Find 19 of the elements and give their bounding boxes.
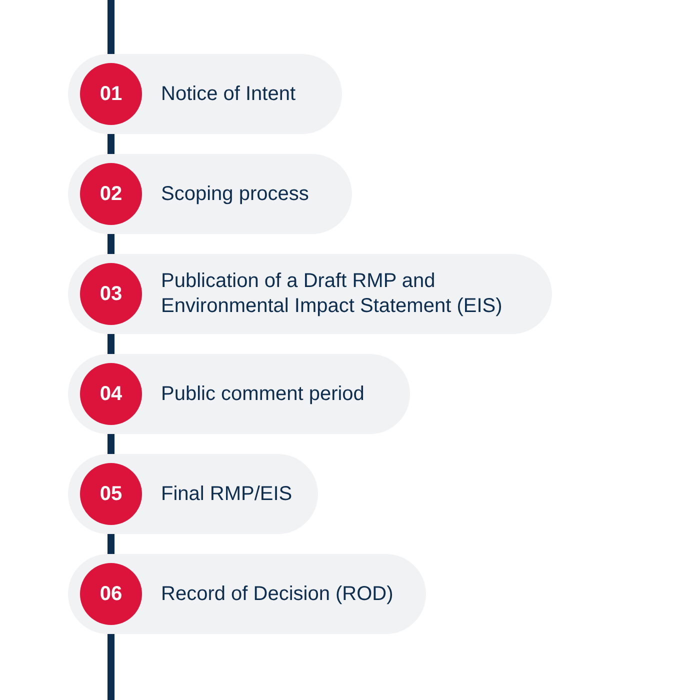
step-number-marker: 06 — [80, 563, 142, 625]
step-label: Public comment period — [161, 382, 364, 406]
step-number-marker: 04 — [80, 363, 142, 425]
timeline-line — [108, 334, 114, 354]
step-label: Scoping process — [161, 182, 309, 206]
timeline-line — [108, 134, 114, 154]
timeline-line — [108, 634, 114, 700]
step-number-marker: 05 — [80, 463, 142, 525]
step-label: Final RMP/EIS — [161, 482, 292, 506]
timeline-line — [108, 0, 114, 54]
step-number-marker: 02 — [80, 163, 142, 225]
timeline-line — [108, 434, 114, 454]
step-label: Publication of a Draft RMP and Environmental Impact Statement (EIS) — [161, 269, 504, 319]
step-number-marker: 03 — [80, 263, 142, 325]
step-label: Notice of Intent — [161, 82, 296, 106]
step-number-marker: 01 — [80, 63, 142, 125]
timeline-line — [108, 234, 114, 254]
step-label: Record of Decision (ROD) — [161, 582, 394, 606]
timeline-line — [108, 534, 114, 554]
